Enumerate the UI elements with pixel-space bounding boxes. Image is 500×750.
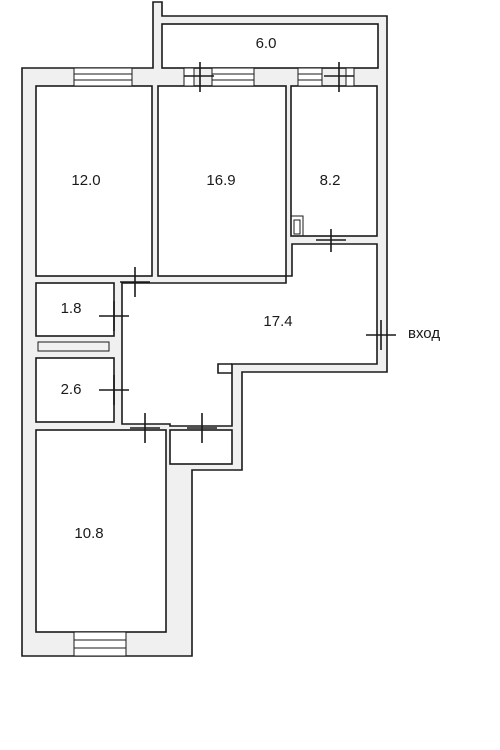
- door-balcony-1: [184, 62, 214, 92]
- windows: [73, 67, 355, 657]
- area-label-hall: 17.4: [263, 313, 292, 330]
- area-label-room-left: 12.0: [71, 172, 100, 189]
- area-label-wc: 1.8: [61, 300, 82, 317]
- door-room-right: [316, 229, 346, 252]
- ventilation-shaft: [37, 341, 110, 352]
- room-right: [290, 85, 378, 237]
- room-middle: [157, 85, 287, 277]
- door-bath: [99, 375, 129, 405]
- window-room-left: [73, 67, 133, 87]
- area-label-balcony: 6.0: [256, 35, 277, 52]
- area-label-kitchen: 10.8: [74, 525, 103, 542]
- window-kitchen: [73, 631, 127, 657]
- wall-niche: [217, 363, 232, 374]
- area-label-bath: 2.6: [61, 381, 82, 398]
- door-entrance: [366, 320, 396, 350]
- window-room-middle: [183, 67, 255, 87]
- window-room-right: [297, 67, 355, 87]
- entrance-label: вход: [408, 325, 440, 342]
- door-room-left: [120, 267, 150, 297]
- area-label-room-right: 8.2: [320, 172, 341, 189]
- door-wc: [99, 301, 129, 331]
- balcony: [161, 23, 379, 69]
- room-left: [35, 85, 153, 277]
- door-kitchen: [130, 413, 160, 443]
- door-storage: [187, 413, 217, 443]
- riser-shaft: [290, 215, 304, 237]
- hall: [121, 243, 378, 427]
- kitchen: [35, 429, 167, 633]
- door-markers: [99, 62, 396, 443]
- storage-closet: [169, 429, 233, 465]
- area-label-room-middle: 16.9: [206, 172, 235, 189]
- area-labels: 6.0 12.0 16.9 8.2 1.8 2.6 17.4 10.8 вход: [61, 35, 441, 542]
- door-balcony-2: [324, 62, 354, 92]
